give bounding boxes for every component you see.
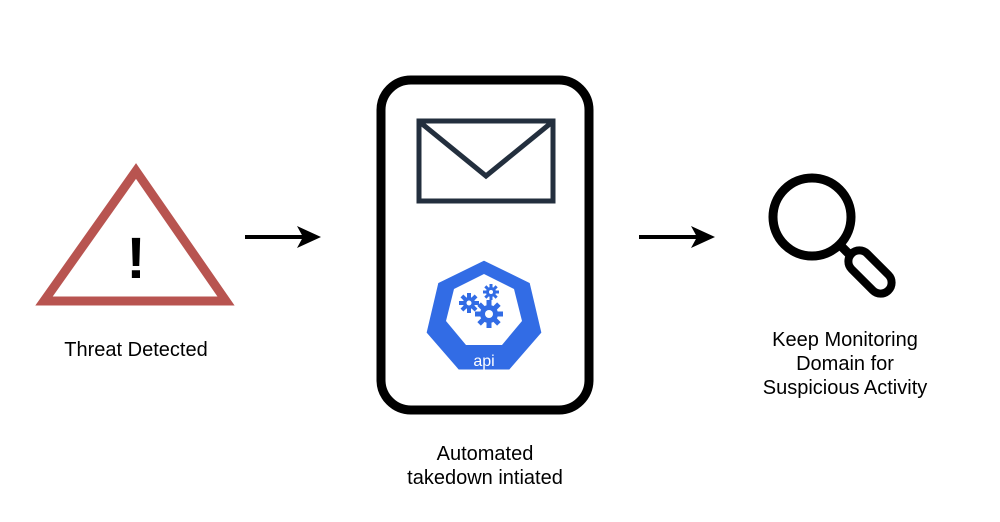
envelope-icon [416,118,556,204]
monitor-label-line-3: Suspicious Activity [762,377,928,399]
monitor-label-line-1: Keep Monitoring [772,329,918,351]
takedown-label-line-2: takedown intiated [407,467,563,489]
monitor-label: Keep Monitoring Domain for Suspicious Ac… [735,328,955,400]
warning-exclamation: ! [126,226,145,291]
takedown-label: Automated takedown intiated [379,442,591,490]
edge-takedown-to-monitor [639,226,719,248]
gear-icon [475,300,503,328]
arrow-right-icon [639,226,715,248]
monitor-node [765,170,905,306]
gear-small-icon [459,293,479,313]
threat-node: ! [35,163,236,308]
takedown-label-line-1: Automated [436,443,534,465]
magnifying-glass-icon [768,173,896,298]
monitor-label-line-2: Domain for [796,353,894,375]
api-label: api [473,353,494,370]
envelope-node [416,118,556,204]
warning-triangle-icon: ! [35,163,235,306]
gear-tiny-icon [483,284,499,300]
edge-threat-to-takedown [245,226,325,248]
api-node: api [422,256,546,374]
arrow-right-icon [245,226,321,248]
kubernetes-api-icon: api [423,257,545,373]
threat-label: Threat Detected [64,339,208,361]
